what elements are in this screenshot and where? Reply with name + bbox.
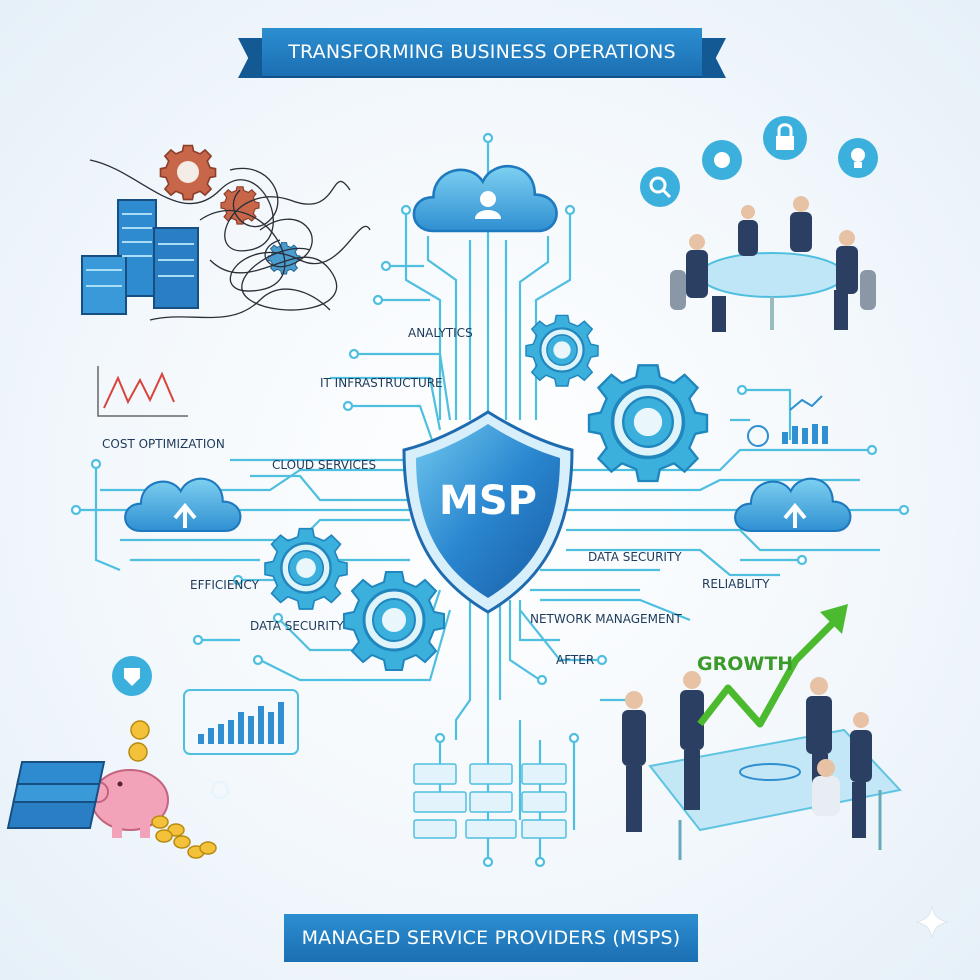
gear-icon [342, 570, 446, 672]
shield-icon [112, 656, 152, 696]
network-management-label: NETWORK MANAGEMENT [530, 612, 682, 626]
line-chart-icon [97, 366, 188, 417]
gear-icon [524, 314, 600, 388]
cloud-upload-icon [734, 477, 852, 533]
shield-icon [402, 410, 574, 614]
cash-stack-icon [6, 761, 229, 829]
settings-icon [702, 140, 742, 180]
lock-icon [763, 116, 807, 160]
data-security-left-label: DATA SECURITY [250, 619, 344, 633]
reliability-label: RELIABLITY [702, 577, 770, 591]
cost-optimization-label: COST OPTIMIZATION [102, 437, 225, 451]
growth-label: GROWTH [697, 653, 794, 675]
gear-icon [263, 527, 349, 611]
gear-icon [159, 144, 217, 201]
data-security-right-label: DATA SECURITY [588, 550, 682, 564]
server-rack-icon [81, 199, 199, 315]
bar-chart-icon [183, 689, 299, 755]
efficiency-label: EFFICIENCY [190, 578, 259, 592]
it-infrastructure-label: IT INFRASTRUCTURE [320, 376, 443, 390]
after-label: AFTER [556, 653, 595, 667]
cloud-user-icon [412, 164, 558, 233]
page-title: TRANSFORMING BUSINESS OPERATIONS [262, 28, 702, 76]
team-meeting-illustration [622, 671, 902, 860]
bar-chart-icon [747, 395, 828, 447]
sparkle-icon [915, 905, 949, 939]
msp-center-label: MSP [439, 478, 537, 524]
gear-icon [587, 363, 709, 483]
analytics-label: ANALYTICS [408, 326, 473, 340]
footer-title: MANAGED SERVICE PROVIDERS (MSPS) [284, 914, 698, 962]
tangled-cables-icon [89, 159, 371, 321]
team-meeting-illustration [640, 116, 878, 332]
lightbulb-icon [838, 138, 878, 178]
dashboard-tiles-icon [413, 763, 567, 839]
cloud-services-label: CLOUD SERVICES [272, 458, 377, 472]
coin-icon [128, 720, 217, 859]
growth-arrow-icon [697, 604, 848, 728]
magnifier-icon [640, 167, 680, 207]
gear-icon [220, 186, 260, 225]
cloud-upload-icon [124, 477, 242, 533]
